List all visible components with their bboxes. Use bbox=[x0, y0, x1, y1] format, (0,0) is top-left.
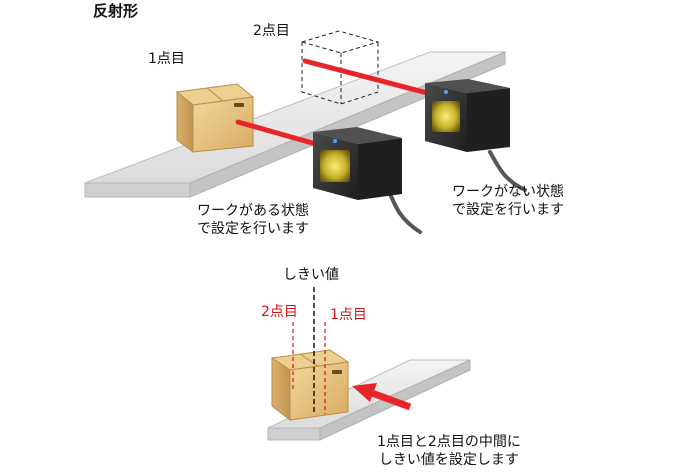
beam-point-2 bbox=[302, 58, 438, 98]
empty-position-box-2 bbox=[300, 30, 380, 105]
bottom-point1-label: 1点目 bbox=[330, 307, 367, 323]
bottom-point2-label: 2点目 bbox=[261, 304, 298, 320]
top-scene bbox=[84, 30, 527, 234]
caption-without-work: ワークがない状態 で設定を行います bbox=[452, 184, 564, 218]
diagram-title: 反射形 bbox=[93, 2, 139, 20]
top-point1-label: 1点目 bbox=[148, 51, 185, 67]
caption-with-work: ワークがある状態 で設定を行います bbox=[197, 203, 309, 237]
threshold-label: しきい値 bbox=[283, 267, 339, 283]
work-box-1 bbox=[175, 83, 255, 153]
sensor-with-work bbox=[313, 127, 422, 234]
work-box-bottom bbox=[270, 349, 350, 422]
sensor-without-work bbox=[425, 79, 527, 192]
indicator-led-icon bbox=[444, 90, 448, 94]
bottom-scene bbox=[267, 287, 471, 441]
detection-arrow-icon bbox=[352, 383, 412, 411]
indicator-led-icon bbox=[333, 139, 337, 143]
top-point2-label: 2点目 bbox=[253, 23, 290, 39]
bottom-caption: 1点目と2点目の中間に しきい値を設定します bbox=[377, 434, 521, 468]
